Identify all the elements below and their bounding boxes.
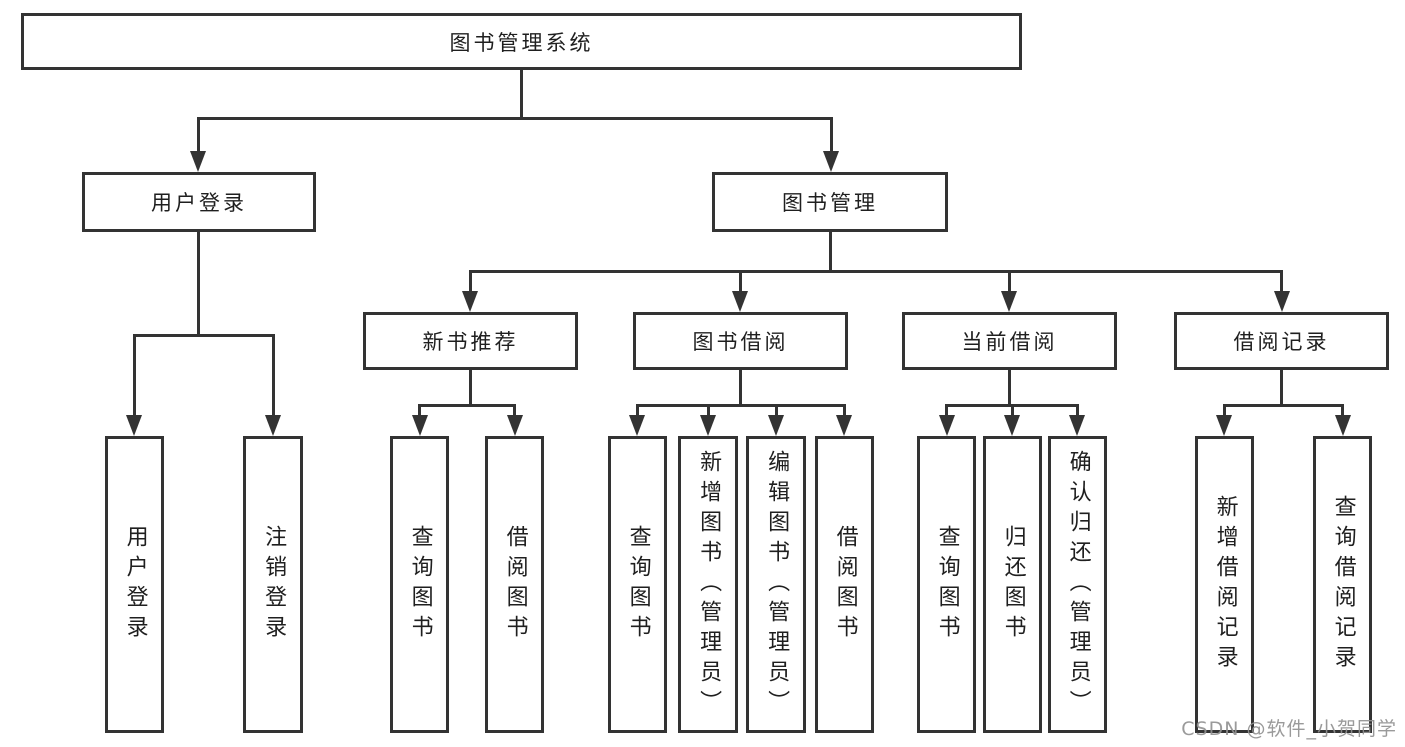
node-root: 图书管理系统: [21, 13, 1022, 70]
edge-stem-leaf: [1341, 404, 1344, 417]
node-leaf-borrow-books-1: 借阅图书: [485, 436, 544, 733]
node-label: 图书管理系统: [449, 30, 594, 55]
arrow-down-icon: [939, 415, 955, 436]
node-leaf-return-books: 归还图书: [983, 436, 1042, 733]
edge-user-login-trunk: [197, 232, 200, 337]
node-label: 查询借阅记录: [1330, 494, 1356, 675]
edge-current-borrow-trunk: [1008, 370, 1011, 407]
edge-stem-leaf: [133, 334, 136, 416]
node-label: 确认归还（管理员）: [1065, 449, 1091, 720]
node-leaf-query-books-1: 查询图书: [390, 436, 449, 733]
arrow-down-icon: [700, 415, 716, 436]
edge-stem-leaf: [1223, 404, 1226, 417]
node-label: 注销登录: [261, 524, 287, 645]
node-label: 借阅记录: [1233, 330, 1330, 354]
watermark: CSDN @软件_小贺同学: [1181, 718, 1397, 740]
node-label: 查询图书: [625, 524, 651, 645]
arrow-down-icon: [1001, 291, 1017, 312]
edge-borrow-records-trunk: [1280, 370, 1283, 407]
edge-new-book-branch: [418, 404, 516, 407]
arrow-down-icon: [768, 415, 784, 436]
node-label: 归还图书: [1000, 524, 1026, 645]
node-leaf-add-books-admin: 新增图书（管理员）: [678, 436, 738, 733]
node-label: 查询图书: [934, 524, 960, 645]
node-current-borrow: 当前借阅: [902, 312, 1117, 370]
node-leaf-query-books-2: 查询图书: [608, 436, 667, 733]
edge-stem-book-management: [830, 117, 833, 152]
node-label: 借阅图书: [832, 524, 858, 645]
edge-stem-leaf: [636, 404, 639, 417]
edge-root-branch: [197, 117, 833, 120]
node-label: 当前借阅: [961, 330, 1058, 354]
node-label: 用户登录: [151, 191, 247, 215]
edge-stem-leaf: [843, 404, 846, 417]
node-user-login: 用户登录: [82, 172, 316, 232]
node-label: 编辑图书（管理员）: [764, 449, 790, 720]
arrow-down-icon: [1069, 415, 1085, 436]
edge-book-management-trunk: [829, 232, 832, 272]
edge-stem-leaf: [775, 404, 778, 417]
edge-book-management-branch: [469, 270, 1283, 273]
arrow-down-icon: [126, 415, 142, 436]
node-leaf-add-borrow-record: 新增借阅记录: [1195, 436, 1254, 733]
node-label: 查询图书: [407, 524, 433, 645]
node-leaf-confirm-return-admin: 确认归还（管理员）: [1048, 436, 1107, 733]
arrow-down-icon: [1335, 415, 1351, 436]
edge-stem-user-login: [197, 117, 200, 152]
node-leaf-query-books-3: 查询图书: [917, 436, 976, 733]
edge-stem-level2: [739, 270, 742, 293]
edge-borrow-records-branch: [1223, 404, 1344, 407]
edge-stem-leaf: [1011, 404, 1014, 417]
node-book-management: 图书管理: [712, 172, 948, 232]
node-borrow-records: 借阅记录: [1174, 312, 1389, 370]
edge-stem-leaf: [418, 404, 421, 417]
node-label: 图书借阅: [692, 330, 789, 354]
edge-stem-leaf: [707, 404, 710, 417]
arrow-down-icon: [823, 151, 839, 172]
node-label: 新书推荐: [422, 330, 519, 354]
arrow-down-icon: [1004, 415, 1020, 436]
node-label: 借阅图书: [502, 524, 528, 645]
edge-new-book-trunk: [469, 370, 472, 407]
edge-stem-leaf: [513, 404, 516, 417]
edge-stem-leaf: [1076, 404, 1079, 417]
node-label: 用户登录: [122, 524, 148, 645]
arrow-down-icon: [265, 415, 281, 436]
node-book-borrow: 图书借阅: [633, 312, 848, 370]
edge-user-login-branch: [133, 334, 275, 337]
arrow-down-icon: [1274, 291, 1290, 312]
edge-stem-level2: [469, 270, 472, 293]
node-label: 新增图书（管理员）: [696, 449, 722, 720]
node-new-book-recommend: 新书推荐: [363, 312, 578, 370]
edge-stem-leaf: [945, 404, 948, 417]
edge-book-borrow-branch: [636, 404, 846, 407]
node-leaf-borrow-books-2: 借阅图书: [815, 436, 874, 733]
arrow-down-icon: [1216, 415, 1232, 436]
arrow-down-icon: [190, 151, 206, 172]
edge-stem-level2: [1280, 270, 1283, 293]
arrow-down-icon: [462, 291, 478, 312]
node-leaf-query-borrow-record: 查询借阅记录: [1313, 436, 1372, 733]
edge-stem-level2: [1008, 270, 1011, 293]
edge-stem-leaf: [272, 334, 275, 416]
node-leaf-user-login: 用户登录: [105, 436, 164, 733]
node-leaf-logout: 注销登录: [243, 436, 303, 733]
arrow-down-icon: [836, 415, 852, 436]
edge-root-trunk: [520, 70, 523, 119]
arrow-down-icon: [412, 415, 428, 436]
node-leaf-edit-books-admin: 编辑图书（管理员）: [746, 436, 806, 733]
node-label: 图书管理: [782, 191, 878, 215]
edge-book-borrow-trunk: [739, 370, 742, 407]
arrow-down-icon: [629, 415, 645, 436]
arrow-down-icon: [732, 291, 748, 312]
node-label: 新增借阅记录: [1212, 494, 1238, 675]
arrow-down-icon: [507, 415, 523, 436]
